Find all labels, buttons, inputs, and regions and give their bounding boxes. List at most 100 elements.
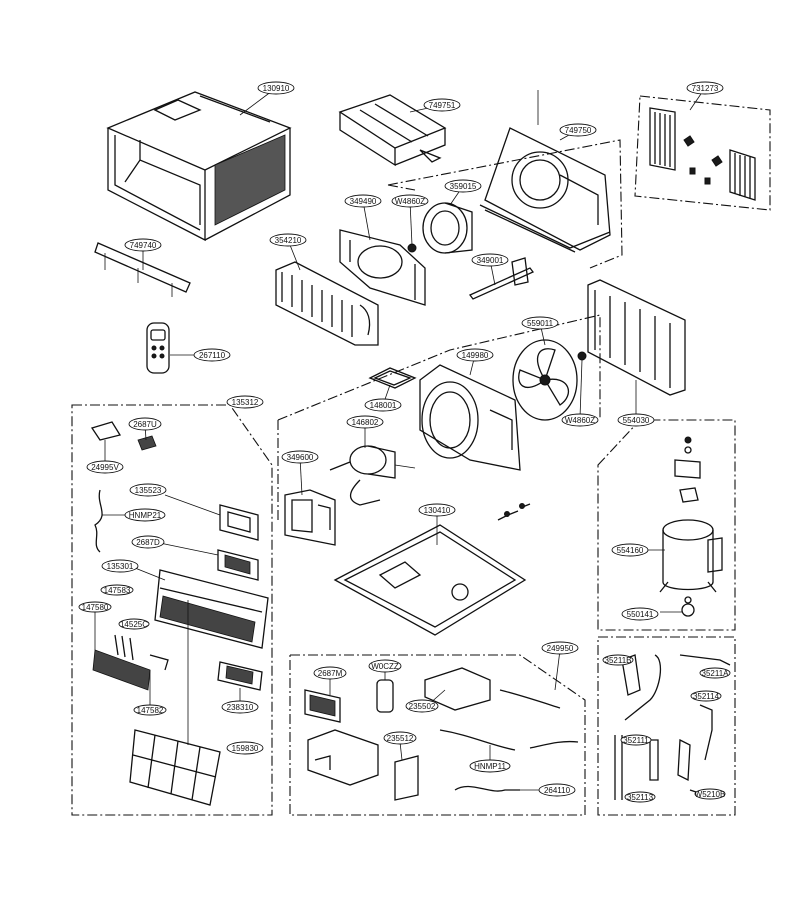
control-group-outline xyxy=(71,404,273,816)
svg-text:2687D: 2687D xyxy=(136,538,160,547)
label-147583: 147583 xyxy=(100,584,134,596)
svg-text:235502: 235502 xyxy=(409,702,436,711)
fan-motor-part xyxy=(329,445,416,506)
fan-group-outline xyxy=(277,314,601,520)
svg-text:559011: 559011 xyxy=(527,319,554,328)
piping-group-outline xyxy=(597,636,736,816)
svg-text:149980: 149980 xyxy=(462,351,489,360)
bracket-plate-part xyxy=(368,367,417,389)
svg-text:24995V: 24995V xyxy=(91,463,119,472)
svg-text:146802: 146802 xyxy=(352,418,379,427)
svg-text:HNMP11: HNMP11 xyxy=(474,762,506,771)
label-559011: 559011 xyxy=(521,316,559,330)
front-rail-part xyxy=(94,242,191,297)
shroud-part xyxy=(419,364,521,471)
bracket-set-part xyxy=(649,107,756,201)
control-group-parts xyxy=(90,421,269,806)
svg-text:W4860Z: W4860Z xyxy=(395,197,425,206)
label-349001: 349001 xyxy=(471,253,509,267)
label-550141: 550141 xyxy=(621,607,659,621)
label-146802: 146802 xyxy=(346,415,384,429)
remote-control-part xyxy=(146,322,170,374)
svg-text:147580: 147580 xyxy=(82,603,109,612)
condenser-coil-part xyxy=(587,279,686,396)
blower-housing-part xyxy=(479,90,611,253)
svg-text:264110: 264110 xyxy=(544,786,571,795)
svg-text:135312: 135312 xyxy=(232,398,259,407)
svg-text:554030: 554030 xyxy=(623,416,650,425)
condenser-fan-part xyxy=(512,339,587,421)
svg-text:749750: 749750 xyxy=(565,126,592,135)
svg-text:235512: 235512 xyxy=(387,734,414,743)
svg-text:135301: 135301 xyxy=(107,562,134,571)
label-147580: 147580 xyxy=(78,601,112,613)
drain-tube-part xyxy=(468,257,535,300)
svg-text:147582: 147582 xyxy=(137,706,164,715)
svg-text:267110: 267110 xyxy=(199,351,226,360)
svg-text:130910: 130910 xyxy=(263,84,290,93)
svg-text:W4860Z: W4860Z xyxy=(565,416,595,425)
svg-text:349490: 349490 xyxy=(350,197,377,206)
label-W4860Z-upper: W4860Z xyxy=(391,194,429,208)
svg-text:749740: 749740 xyxy=(130,241,157,250)
label-554160: 554160 xyxy=(611,543,649,557)
label-352113: 352113 xyxy=(624,791,656,803)
label-2687M: 2687M xyxy=(313,666,347,680)
svg-text:W0CZZ: W0CZZ xyxy=(371,662,399,671)
cabinet-vent-hatch xyxy=(214,134,286,226)
orifice-panel-part xyxy=(339,229,426,306)
label-135301: 135301 xyxy=(101,559,139,573)
svg-text:550141: 550141 xyxy=(627,610,654,619)
svg-text:352111: 352111 xyxy=(623,736,649,745)
compressor-group-outline xyxy=(597,419,736,631)
label-352114: 352114 xyxy=(690,690,722,702)
svg-text:349600: 349600 xyxy=(287,453,314,462)
leader-lines xyxy=(94,87,706,791)
label-249950: 249950 xyxy=(541,641,579,655)
label-W4860Z-lower: W4860Z xyxy=(561,413,599,427)
svg-text:159830: 159830 xyxy=(232,744,259,753)
label-149980: 149980 xyxy=(456,348,494,362)
base-pan-part xyxy=(333,503,531,636)
label-147582: 147582 xyxy=(133,704,167,716)
label-24995V: 24995V xyxy=(86,460,124,474)
label-159830: 159830 xyxy=(226,741,264,755)
blower-group-outline xyxy=(387,139,623,269)
label-35211B: 35211B xyxy=(602,654,634,666)
label-235502: 235502 xyxy=(405,699,439,713)
label-148001: 148001 xyxy=(364,398,402,412)
label-749751: 749751 xyxy=(423,98,461,112)
svg-text:349001: 349001 xyxy=(477,256,504,265)
evaporator-coil-part xyxy=(275,261,379,346)
svg-text:354210: 354210 xyxy=(275,236,302,245)
label-554030: 554030 xyxy=(617,413,655,427)
svg-text:HNMP21: HNMP21 xyxy=(129,511,162,520)
label-135312: 135312 xyxy=(226,395,264,409)
label-W5210B: W5210B xyxy=(694,788,726,800)
label-130910: 130910 xyxy=(257,81,295,95)
label-749750: 749750 xyxy=(559,123,597,137)
svg-text:749751: 749751 xyxy=(429,101,456,110)
label-135523: 135523 xyxy=(129,483,167,497)
label-349490: 349490 xyxy=(344,194,382,208)
svg-text:35211B: 35211B xyxy=(605,656,632,665)
label-731273: 731273 xyxy=(686,81,724,95)
label-2687D: 2687D xyxy=(131,535,165,549)
svg-text:130410: 130410 xyxy=(424,506,451,515)
label-264110: 264110 xyxy=(538,783,576,797)
filter-holder-part xyxy=(338,94,447,167)
svg-text:352114: 352114 xyxy=(693,692,720,701)
svg-text:148001: 148001 xyxy=(370,401,397,410)
blower-wheel-part xyxy=(407,202,473,254)
svg-text:731273: 731273 xyxy=(692,84,719,93)
svg-text:14525C: 14525C xyxy=(120,620,148,629)
label-HNMP11: HNMP11 xyxy=(469,759,511,773)
label-238310: 238310 xyxy=(221,700,259,714)
label-352111: 352111 xyxy=(620,734,652,746)
svg-text:2687U: 2687U xyxy=(133,420,157,429)
cabinet-part xyxy=(106,91,292,242)
label-235512: 235512 xyxy=(383,731,417,745)
label-267110: 267110 xyxy=(193,348,231,362)
electrical-parts xyxy=(304,667,579,801)
